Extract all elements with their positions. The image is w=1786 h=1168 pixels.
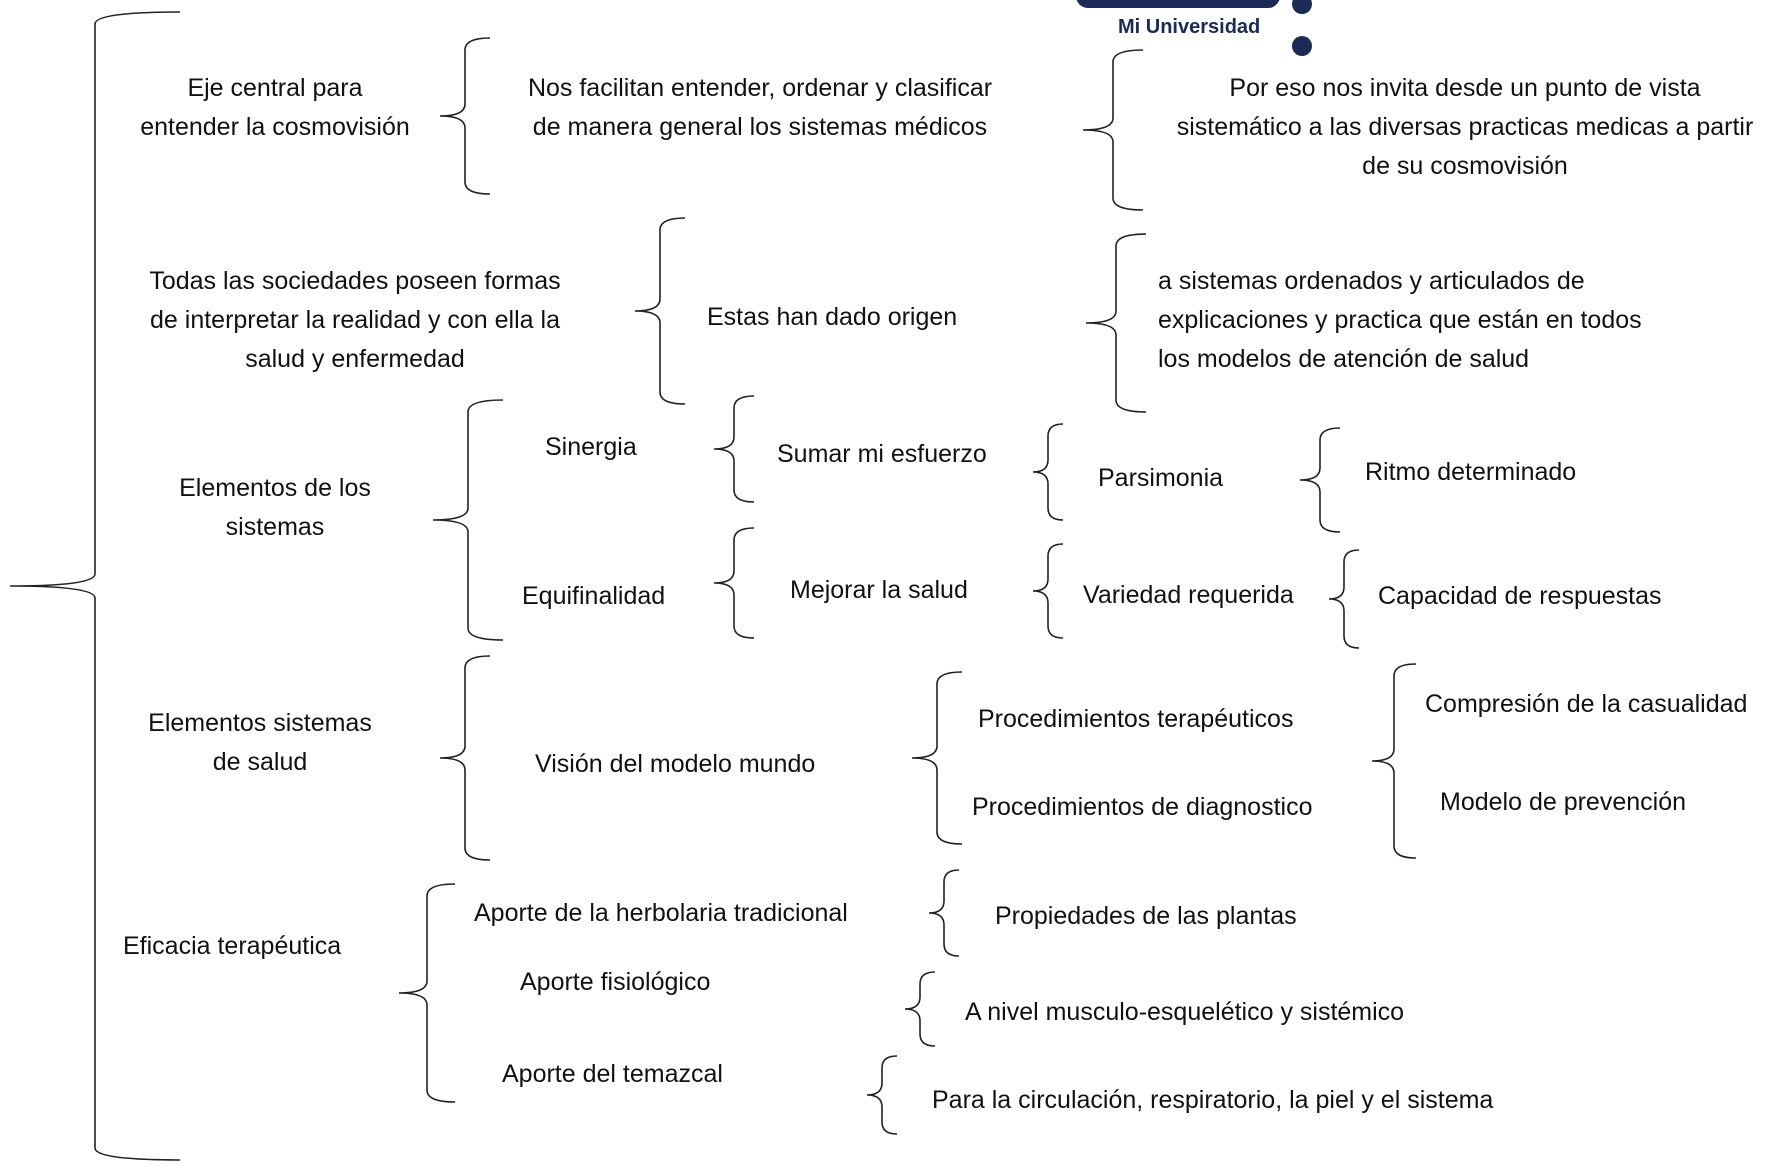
logo-mark [1076, 0, 1280, 8]
topic-eficacia-terapeutica: Eficacia terapéutica [123, 932, 342, 960]
node-ritmo-determinado: Ritmo determinado [1365, 458, 1577, 486]
bracket-r1-l3 [1082, 49, 1144, 211]
node-compresion-de-la-casualidad: Compresión de la casualidad [1425, 690, 1748, 718]
node-sumar-mi-esfuerzo: Sumar mi esfuerzo [777, 440, 987, 468]
node-vision-del-modelo-mundo: Visión del modelo mundo [535, 750, 816, 778]
bracket-r3-l2 [432, 399, 504, 641]
node-para-la-circulacion: Para la circulación, respiratorio, la pi… [932, 1086, 1494, 1114]
topic-elementos-de-los-sistemas: Elementos de los sistemas [179, 474, 371, 541]
node-propiedades-de-las-plantas: Propiedades de las plantas [995, 902, 1297, 930]
node-nivel-musculo-esqueletico: A nivel musculo-esquelético y sistémico [965, 998, 1405, 1026]
bracket-r3-a [713, 395, 755, 503]
bracket-r3-b2 [1032, 543, 1064, 639]
node-parsimonia: Parsimonia [1098, 464, 1224, 492]
node-mejorar-la-salud: Mejorar la salud [790, 576, 968, 604]
bracket-r4-l2 [439, 655, 491, 861]
node-modelo-de-prevencion: Modelo de prevención [1440, 788, 1686, 816]
node-aporte-fisiologico: Aporte fisiológico [520, 968, 711, 996]
topic-elementos-sistemas-de-salud: Elementos sistemas de salud [148, 709, 372, 776]
bracket-r3-b [713, 527, 755, 639]
topic-eje-central: Eje central para entender la cosmovisión [140, 74, 410, 141]
node-variedad-requerida: Variedad requerida [1083, 581, 1294, 609]
node-nos-facilitan: Nos facilitan entender, ordenar y clasif… [527, 74, 993, 141]
topic-todas-las-sociedades: Todas las sociedades poseen formas de in… [149, 267, 561, 373]
logo-text: Mi Universidad [1118, 16, 1261, 38]
logo-dot-upper [1292, 0, 1312, 14]
bracket-r1-l2 [439, 37, 491, 195]
node-aporte-del-temazcal: Aporte del temazcal [502, 1060, 723, 1088]
node-estas-han-dado-origen: Estas han dado origen [707, 303, 958, 331]
bracket-r5-a [928, 869, 960, 957]
bracket-r5-b [904, 971, 936, 1047]
bracket-r2-l2 [634, 217, 686, 405]
node-sinergia: Sinergia [545, 433, 637, 461]
bracket-r3-a3 [1299, 427, 1341, 533]
node-por-eso: Por eso nos invita desde un punto de vis… [1176, 74, 1754, 180]
node-capacidad-de-respuestas: Capacidad de respuestas [1378, 582, 1662, 610]
main-bracket [9, 11, 181, 1161]
logo-dot-lower [1292, 36, 1312, 56]
node-aporte-herbolaria: Aporte de la herbolaria tradicional [474, 899, 848, 927]
bracket-r4-l4 [1371, 663, 1417, 859]
bracket-r3-a2 [1032, 423, 1064, 521]
node-sistemas-ordenados: a sistemas ordenados y articulados de ex… [1158, 267, 1642, 373]
bracket-r4-l3 [911, 671, 963, 845]
node-procedimientos-terapeuticos: Procedimientos terapéuticos [978, 705, 1294, 733]
bracket-r2-l3 [1085, 233, 1147, 413]
bracket-r3-b3 [1328, 549, 1360, 649]
bracket-r5-l2 [398, 883, 456, 1103]
node-procedimientos-de-diagnostico: Procedimientos de diagnostico [972, 793, 1313, 821]
bracket-r5-c [866, 1055, 898, 1135]
node-equifinalidad: Equifinalidad [522, 582, 666, 610]
